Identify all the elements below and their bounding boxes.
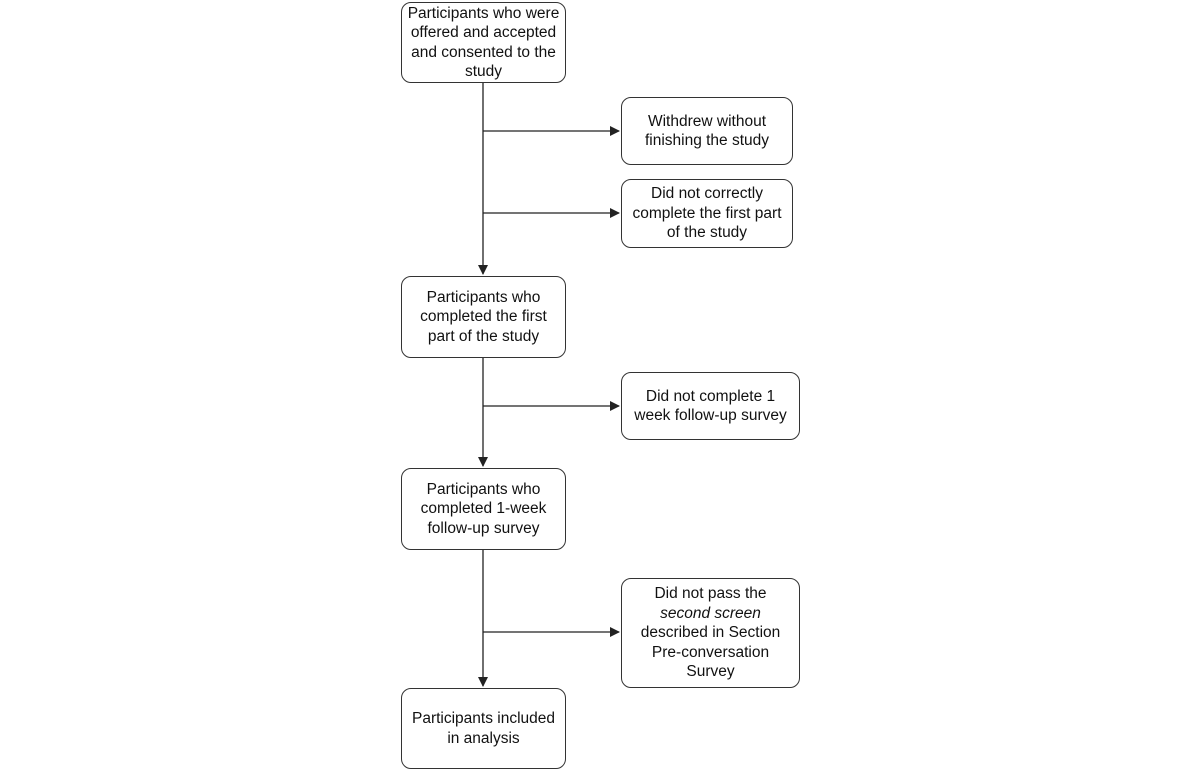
second-screen-text-after: described in Section Pre-conversation Su… xyxy=(640,624,781,681)
second-screen-text-emphasis: second screen xyxy=(660,604,761,622)
box-not-first-part-label: Did not correctly complete the first par… xyxy=(632,185,782,242)
box-withdrew-label: Withdrew without finishing the study xyxy=(644,112,770,150)
second-screen-text-before: Did not pass the xyxy=(654,585,767,603)
box-second-screen: Did not pass the second screen described… xyxy=(621,578,800,688)
box-not-one-week: Did not complete 1 week follow-up survey xyxy=(621,372,800,440)
box-consented-label: Participants who were offered and accept… xyxy=(407,4,560,81)
box-not-first-part: Did not correctly complete the first par… xyxy=(621,179,793,248)
box-included-in-analysis-label: Participants included in analysis xyxy=(411,710,556,747)
box-included-in-analysis: Participants included in analysis xyxy=(401,688,566,769)
box-second-screen-label: Did not pass the second screen described… xyxy=(626,584,795,682)
box-completed-first-part: Participants who completed the first par… xyxy=(401,276,566,358)
box-completed-one-week-label: Participants who completed 1-week follow… xyxy=(420,480,547,537)
box-completed-first-part-label: Participants who completed the first par… xyxy=(420,288,547,345)
box-not-one-week-label: Did not complete 1 week follow-up survey xyxy=(634,387,787,425)
box-withdrew: Withdrew without finishing the study xyxy=(621,97,793,165)
box-consented-participants: Participants who were offered and accept… xyxy=(401,2,566,83)
box-completed-one-week: Participants who completed 1-week follow… xyxy=(401,468,566,550)
